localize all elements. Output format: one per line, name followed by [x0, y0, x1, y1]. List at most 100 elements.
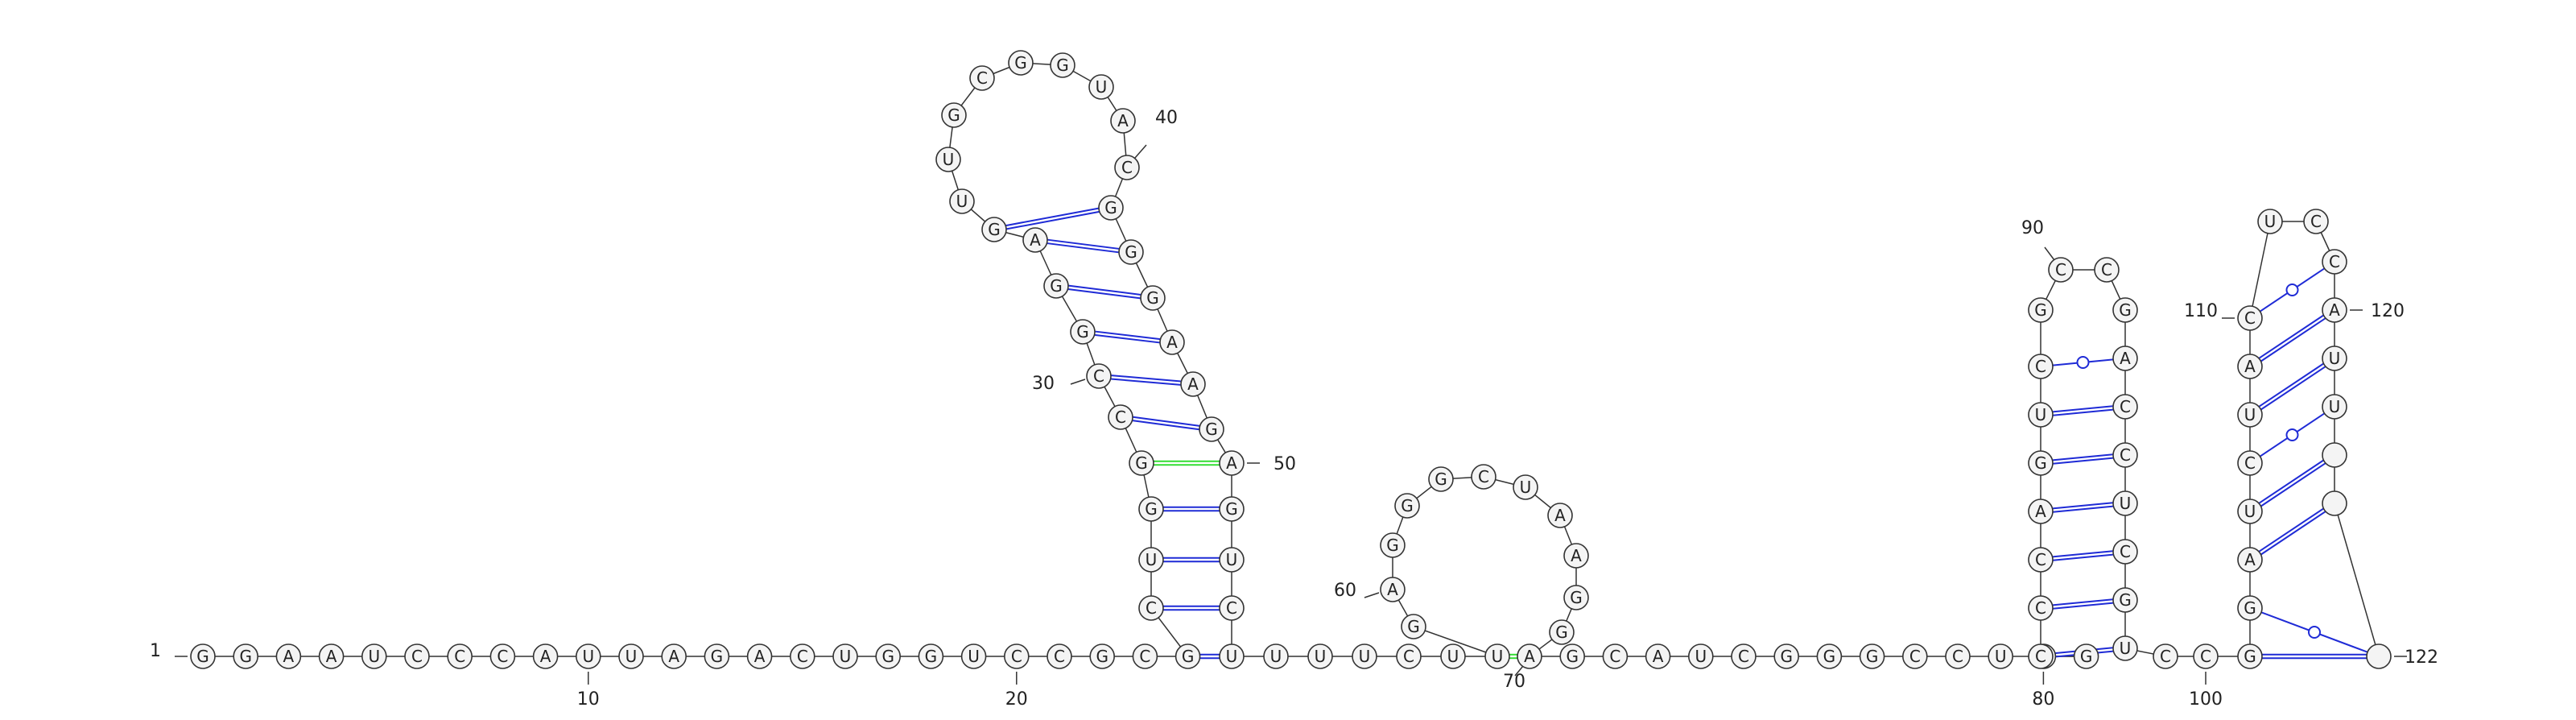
nucleotide: C [1731, 643, 1757, 669]
nucleotide: U [2322, 346, 2347, 371]
wobble-pair-marker [2285, 428, 2299, 441]
nucleotide-letter: U [1146, 550, 1158, 569]
nucleotide: A [2237, 354, 2263, 379]
nucleotide: C [789, 643, 815, 669]
nucleotide: C [2237, 305, 2263, 331]
nucleotide-letter: C [1011, 647, 1022, 666]
nucleotide-letter: C [2244, 308, 2256, 328]
backbone-link [1413, 626, 1498, 657]
nucleotide: C [1004, 643, 1030, 669]
nucleotide-letter: A [1117, 111, 1129, 130]
position-label: 122 [2405, 648, 2438, 668]
nucleotide-letter: G [2244, 647, 2256, 666]
nucleotide-letter: G [1146, 288, 1159, 308]
backbone [203, 62, 2380, 657]
nucleotide: G [190, 643, 216, 669]
position-label: 110 [2184, 301, 2218, 321]
nucleotide-letter: C [2120, 397, 2131, 416]
nucleotide-letter: A [2120, 349, 2131, 368]
nucleotide: C [2028, 595, 2054, 621]
nucleotide-letter: U [1695, 647, 1707, 666]
canonical-pair [1047, 238, 1120, 250]
nucleotide-letter: C [2035, 550, 2046, 569]
nucleotide-letter: G [1866, 647, 1879, 666]
nucleotide: G [1380, 532, 1406, 558]
nucleotide-letter: G [1135, 453, 1148, 473]
nucleotide-letter: G [2119, 300, 2132, 320]
nucleotide: G [1129, 450, 1154, 476]
nucleotide-letter: A [540, 647, 551, 666]
nucleotide-letter: A [1187, 374, 1199, 394]
position-label: 40 [1155, 108, 1178, 128]
nucleotide-letter: U [956, 192, 968, 211]
nucleotide: G [1559, 643, 1585, 669]
canonical-pair [2260, 511, 2326, 556]
nucleotide-letter: U [2244, 405, 2256, 424]
nucleotide-letter: G [1386, 536, 1399, 555]
nucleotide-letter: C [454, 647, 465, 666]
nucleotide: A [1159, 329, 1185, 355]
nucleotide-letter: A [283, 647, 295, 666]
nucleotide-letter: A [754, 647, 766, 666]
nucleotide: U [618, 643, 644, 669]
nucleotide: C [1945, 643, 1971, 669]
nucleotide-letter: U [840, 647, 852, 666]
nucleotide-letter: G [1225, 499, 1238, 519]
nucleotide-letter: G [1182, 647, 1195, 666]
position-label: 60 [1334, 581, 1356, 601]
nucleotide: G [1089, 643, 1115, 669]
nucleotide-letter: G [881, 647, 894, 666]
nucleotide-letter: U [2244, 502, 2256, 521]
nucleotide: A [318, 643, 345, 669]
nucleotide: G [1043, 273, 1069, 299]
nucleotide: A [2322, 297, 2347, 323]
nucleotide-letter: G [1050, 276, 1063, 296]
nucleotide: G [918, 643, 944, 669]
nucleotide: U [2237, 402, 2263, 428]
nucleotide-letter: G [2034, 453, 2047, 473]
nucleotide-letter: A [2035, 502, 2046, 521]
canonical-pair [2053, 457, 2114, 465]
nucleotide: C [2193, 643, 2219, 669]
nucleotide-letter: A [1524, 647, 1535, 666]
nucleotide: G [2028, 297, 2054, 323]
nucleotide: U [960, 643, 987, 669]
position-label: 80 [2032, 689, 2054, 710]
nucleotide: C [1132, 643, 1158, 669]
nucleotide: G [1138, 496, 1164, 522]
nucleotide-letter: C [2244, 453, 2256, 473]
nucleotide: C [2322, 249, 2347, 275]
nucleotide-letter: U [1492, 647, 1504, 666]
canonical-pair [1067, 288, 1141, 300]
canonical-pair [1094, 333, 1160, 344]
nucleotide: U [1513, 474, 1538, 500]
canonical-pair [2260, 366, 2326, 411]
wobble-pair-marker [2076, 356, 2090, 369]
number-tick [2044, 246, 2055, 261]
canonical-pair [1068, 284, 1141, 296]
nucleotide: U [2112, 635, 2138, 661]
nucleotide: C [1902, 643, 1928, 669]
nucleotide: U [949, 188, 975, 214]
nucleotide [2366, 643, 2392, 669]
nucleotide-letter: C [976, 68, 988, 88]
nucleotide-letter: U [2035, 405, 2047, 424]
canonical-pair [1111, 374, 1182, 383]
nucleotide: U [1307, 643, 1333, 669]
nucleotide: C [2112, 442, 2138, 468]
nucleotide-letter: U [2329, 397, 2341, 416]
nucleotide-letter: A [326, 647, 337, 666]
nucleotide-letter: U [625, 647, 638, 666]
nucleotide-letter: C [411, 647, 423, 666]
nucleotide: G [1859, 643, 1885, 669]
nucleotide-letter: G [196, 647, 209, 666]
nucleotide-letter: G [1056, 56, 1069, 75]
nucleotide: G [2112, 587, 2138, 613]
nucleotide-letter: A [668, 647, 679, 666]
nucleotide: G [1050, 52, 1075, 78]
nucleotide-letter: C [2055, 260, 2066, 279]
nucleotide: G [1219, 496, 1245, 522]
canonical-pair [2258, 459, 2324, 504]
number-tick [1514, 665, 1524, 677]
